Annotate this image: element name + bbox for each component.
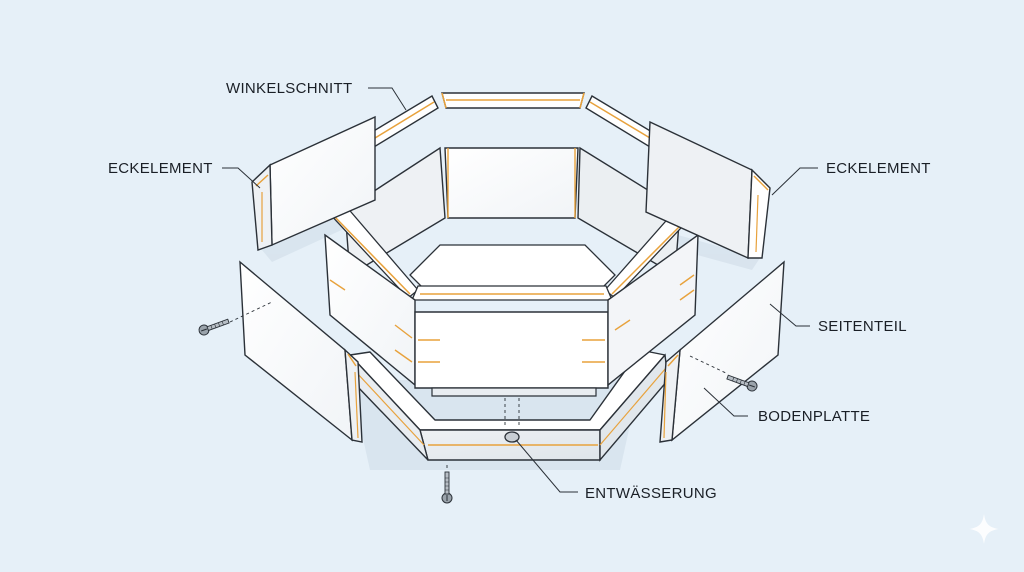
sparkle-icon <box>969 514 999 544</box>
screw-icon <box>726 374 758 392</box>
label-eckelement-left: ECKELEMENT <box>108 160 213 177</box>
bottom-plate <box>348 349 669 462</box>
label-seitenteil: SEITENTEIL <box>818 318 907 335</box>
side-panel-left <box>239 260 363 443</box>
side-panel-right <box>659 260 785 443</box>
label-entwaesserung: ENTWÄSSERUNG <box>585 485 717 502</box>
screw-icon <box>198 318 230 336</box>
label-eckelement-right: ECKELEMENT <box>826 160 931 177</box>
leader-lines <box>222 87 818 493</box>
inner-rim <box>326 204 698 301</box>
corner-panel-left <box>251 115 376 251</box>
corner-panel-right <box>645 120 771 260</box>
drain-hole <box>504 431 520 443</box>
screw-icon <box>441 471 453 504</box>
label-winkelschnitt: WINKELSCHNITT <box>226 80 353 97</box>
front-walls <box>324 233 699 397</box>
label-bodenplatte: BODENPLATTE <box>758 408 871 425</box>
